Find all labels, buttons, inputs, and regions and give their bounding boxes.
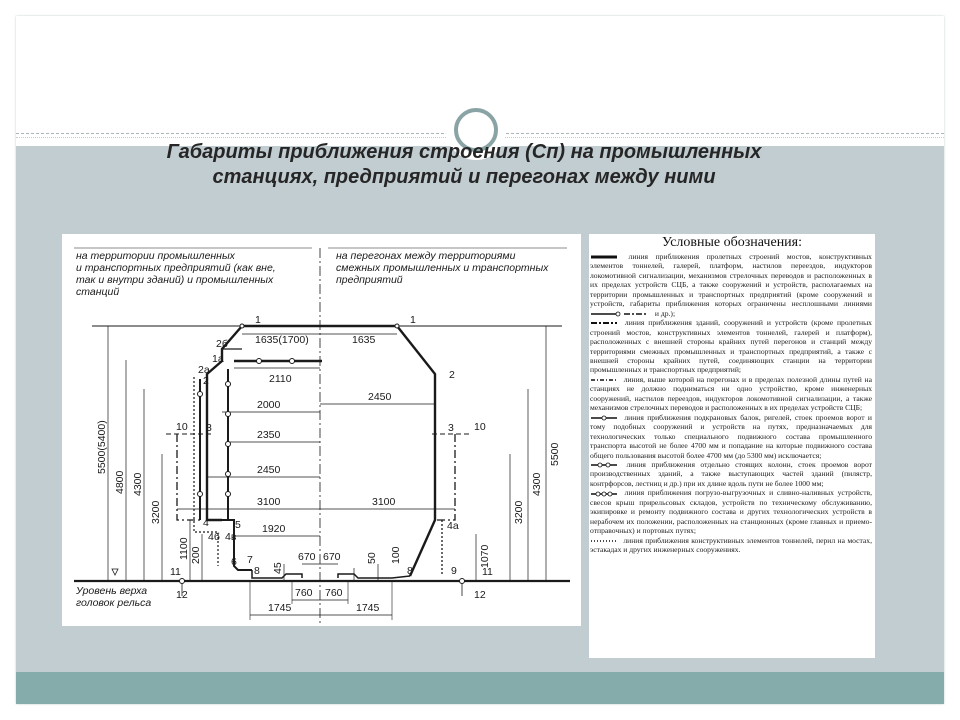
decorative-ring-icon [454,108,498,152]
point-label: 8 [254,565,260,577]
dim-label: 670 [323,551,341,563]
point-label: 3 [206,422,212,434]
dim-label: 1745 [268,602,292,614]
dim-label: 2350 [257,429,281,441]
clearance-diagram: на территории промышленных и транспортны… [62,234,581,626]
title-line-2: станциях, предприятий и перегонах между … [212,166,716,188]
slide-title: Габариты приближения строения (Сп) на пр… [0,140,928,190]
rail-note-2: головок рельса [76,597,151,609]
point-label: 5 [235,519,241,531]
right-note-3: предприятий [336,274,403,286]
left-note-1: на территории промышленных [76,250,236,262]
title-line-1: Габариты приближения строения (Сп) на пр… [166,141,762,163]
rail-note-1: Уровень верха [75,585,147,597]
dim-label: 2110 [269,373,292,385]
point-label: 9 [451,565,457,577]
dash-dot-thin-line-icon [591,379,617,381]
point-label: 11 [482,566,493,578]
height-label: 1100 [178,537,190,560]
dim-label: 1920 [262,523,286,535]
height-label: 4300 [132,472,144,496]
dotted-line-icon [591,540,617,542]
legend-item: линия приближения зданий, сооружений и у… [590,318,872,375]
clearance-diagram-svg: на территории промышленных и транспортны… [74,247,570,626]
height-label: 5500(5400) [96,420,108,474]
point-label: 1 [255,314,261,326]
legend-item: линия приближения пролетных строений мос… [590,252,872,318]
point-label: 10 [474,421,486,433]
point-label: 2б [216,338,228,350]
legend-list: линия приближения пролетных строений мос… [590,252,872,555]
dash-dot-line-icon [591,322,617,325]
dim-label: 760 [325,587,343,599]
height-label: 4300 [531,472,543,496]
double-circle-line-icon [591,462,617,468]
legend-title: Условные обозначения: [661,235,803,250]
point-label: 4б [208,531,220,543]
right-note-2: смежных промышленных и транспортных [336,262,549,274]
dim-label: 1745 [356,602,380,614]
point-label: 2 [449,369,455,381]
point-label: 7 [247,554,253,566]
point-label: 3 [448,422,454,434]
legend-item: линия приближения погрузо-выгрузочных и … [590,488,872,536]
dim-label: 670 [298,551,316,563]
line-circle-icon [591,415,617,421]
left-note-2: и транспортных предприятий (как вне, [76,262,276,274]
height-label: 1070 [479,544,491,568]
point-label: 11 [170,566,181,578]
legend-item: линия, выше которой на перегонах и в пре… [590,374,872,413]
dim-label: 760 [295,587,313,599]
dim-label: 3100 [257,496,281,508]
right-note-1: на перегонах между территориями [336,250,516,262]
mixed-line-icon [591,311,648,317]
left-note-4: станций [76,286,119,298]
point-label: 4 [203,517,209,529]
height-label: 3200 [150,500,162,524]
circle-chain-icon [591,491,617,496]
dim-label: 2450 [368,391,392,403]
footer-band [16,672,944,704]
point-label: 4в [225,531,237,543]
point-label: 6 [231,556,237,568]
point-label: 2а [198,364,210,376]
legend-panel: Условные обозначения: линия приближения … [589,234,875,658]
left-note-3: так и внутри зданий) и промышленных [76,274,274,286]
point-label: 8 [407,565,413,577]
dim-label: 2450 [257,464,281,476]
dim-label: 2000 [257,399,281,411]
dim-label: 1635(1700) [255,334,309,346]
solid-line-icon [591,255,617,259]
point-label: 4а [447,520,459,532]
height-label: 4800 [114,470,126,494]
height-label: 3200 [513,500,525,524]
height-label: 200 [190,546,202,564]
lower-outline-left [207,519,252,571]
legend-item: линия приближения конструктивных элемент… [590,535,872,555]
dim-label: 1635 [352,334,376,346]
legend-item: линия приближения подкрановых балок, риг… [590,412,872,460]
height-label: 45 [272,562,284,574]
height-label: 100 [390,546,402,564]
point-label: 2 [203,375,209,387]
dim-label: 3100 [372,496,396,508]
point-label: 10 [176,421,188,433]
legend-item: линия приближения отдельно стоящих колон… [590,459,872,488]
main-outline-right [242,324,437,577]
point-label: 12 [176,589,188,601]
point-label: 12 [474,589,486,601]
height-label: 5500 [549,442,561,466]
height-label: 50 [366,552,378,564]
point-label: 1 [410,314,416,326]
point-label: 1а [212,353,224,365]
